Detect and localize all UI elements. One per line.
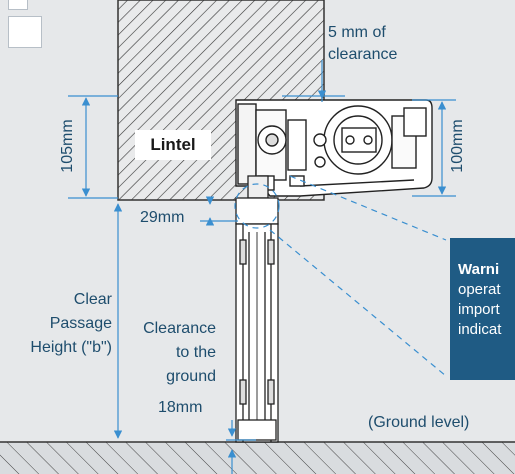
warning-body: operat import indicat [458, 281, 502, 338]
dim-100mm [412, 99, 456, 197]
dim-105mm [68, 95, 118, 199]
operator-housing [235, 99, 433, 197]
label-clear-passage-height: Clear Passage Height ("b") [30, 291, 112, 356]
label-105mm: 105mm [59, 119, 76, 173]
label-5mm-clearance: 5 mm of clearance [328, 24, 398, 63]
dim-29mm [200, 196, 238, 226]
dim-18mm [226, 420, 256, 474]
checkbox[interactable] [8, 16, 42, 48]
label-ground-level: (Ground level) [368, 414, 470, 431]
ground-band [0, 442, 515, 474]
dim-5mm [282, 60, 345, 102]
label-clearance-to-ground: Clearance to the ground [143, 320, 216, 385]
warning-callout: Warni operat import indicat [450, 238, 515, 380]
label-18mm: 18mm [158, 399, 203, 416]
label-29mm: 29mm [140, 209, 185, 226]
checkbox-top-partial[interactable] [8, 0, 28, 10]
detail-callout [234, 175, 447, 377]
door-leaf [235, 175, 279, 443]
lintel-label: Lintel [135, 130, 211, 160]
warning-title: Warni [458, 261, 500, 278]
label-100mm: 100mm [449, 119, 466, 173]
